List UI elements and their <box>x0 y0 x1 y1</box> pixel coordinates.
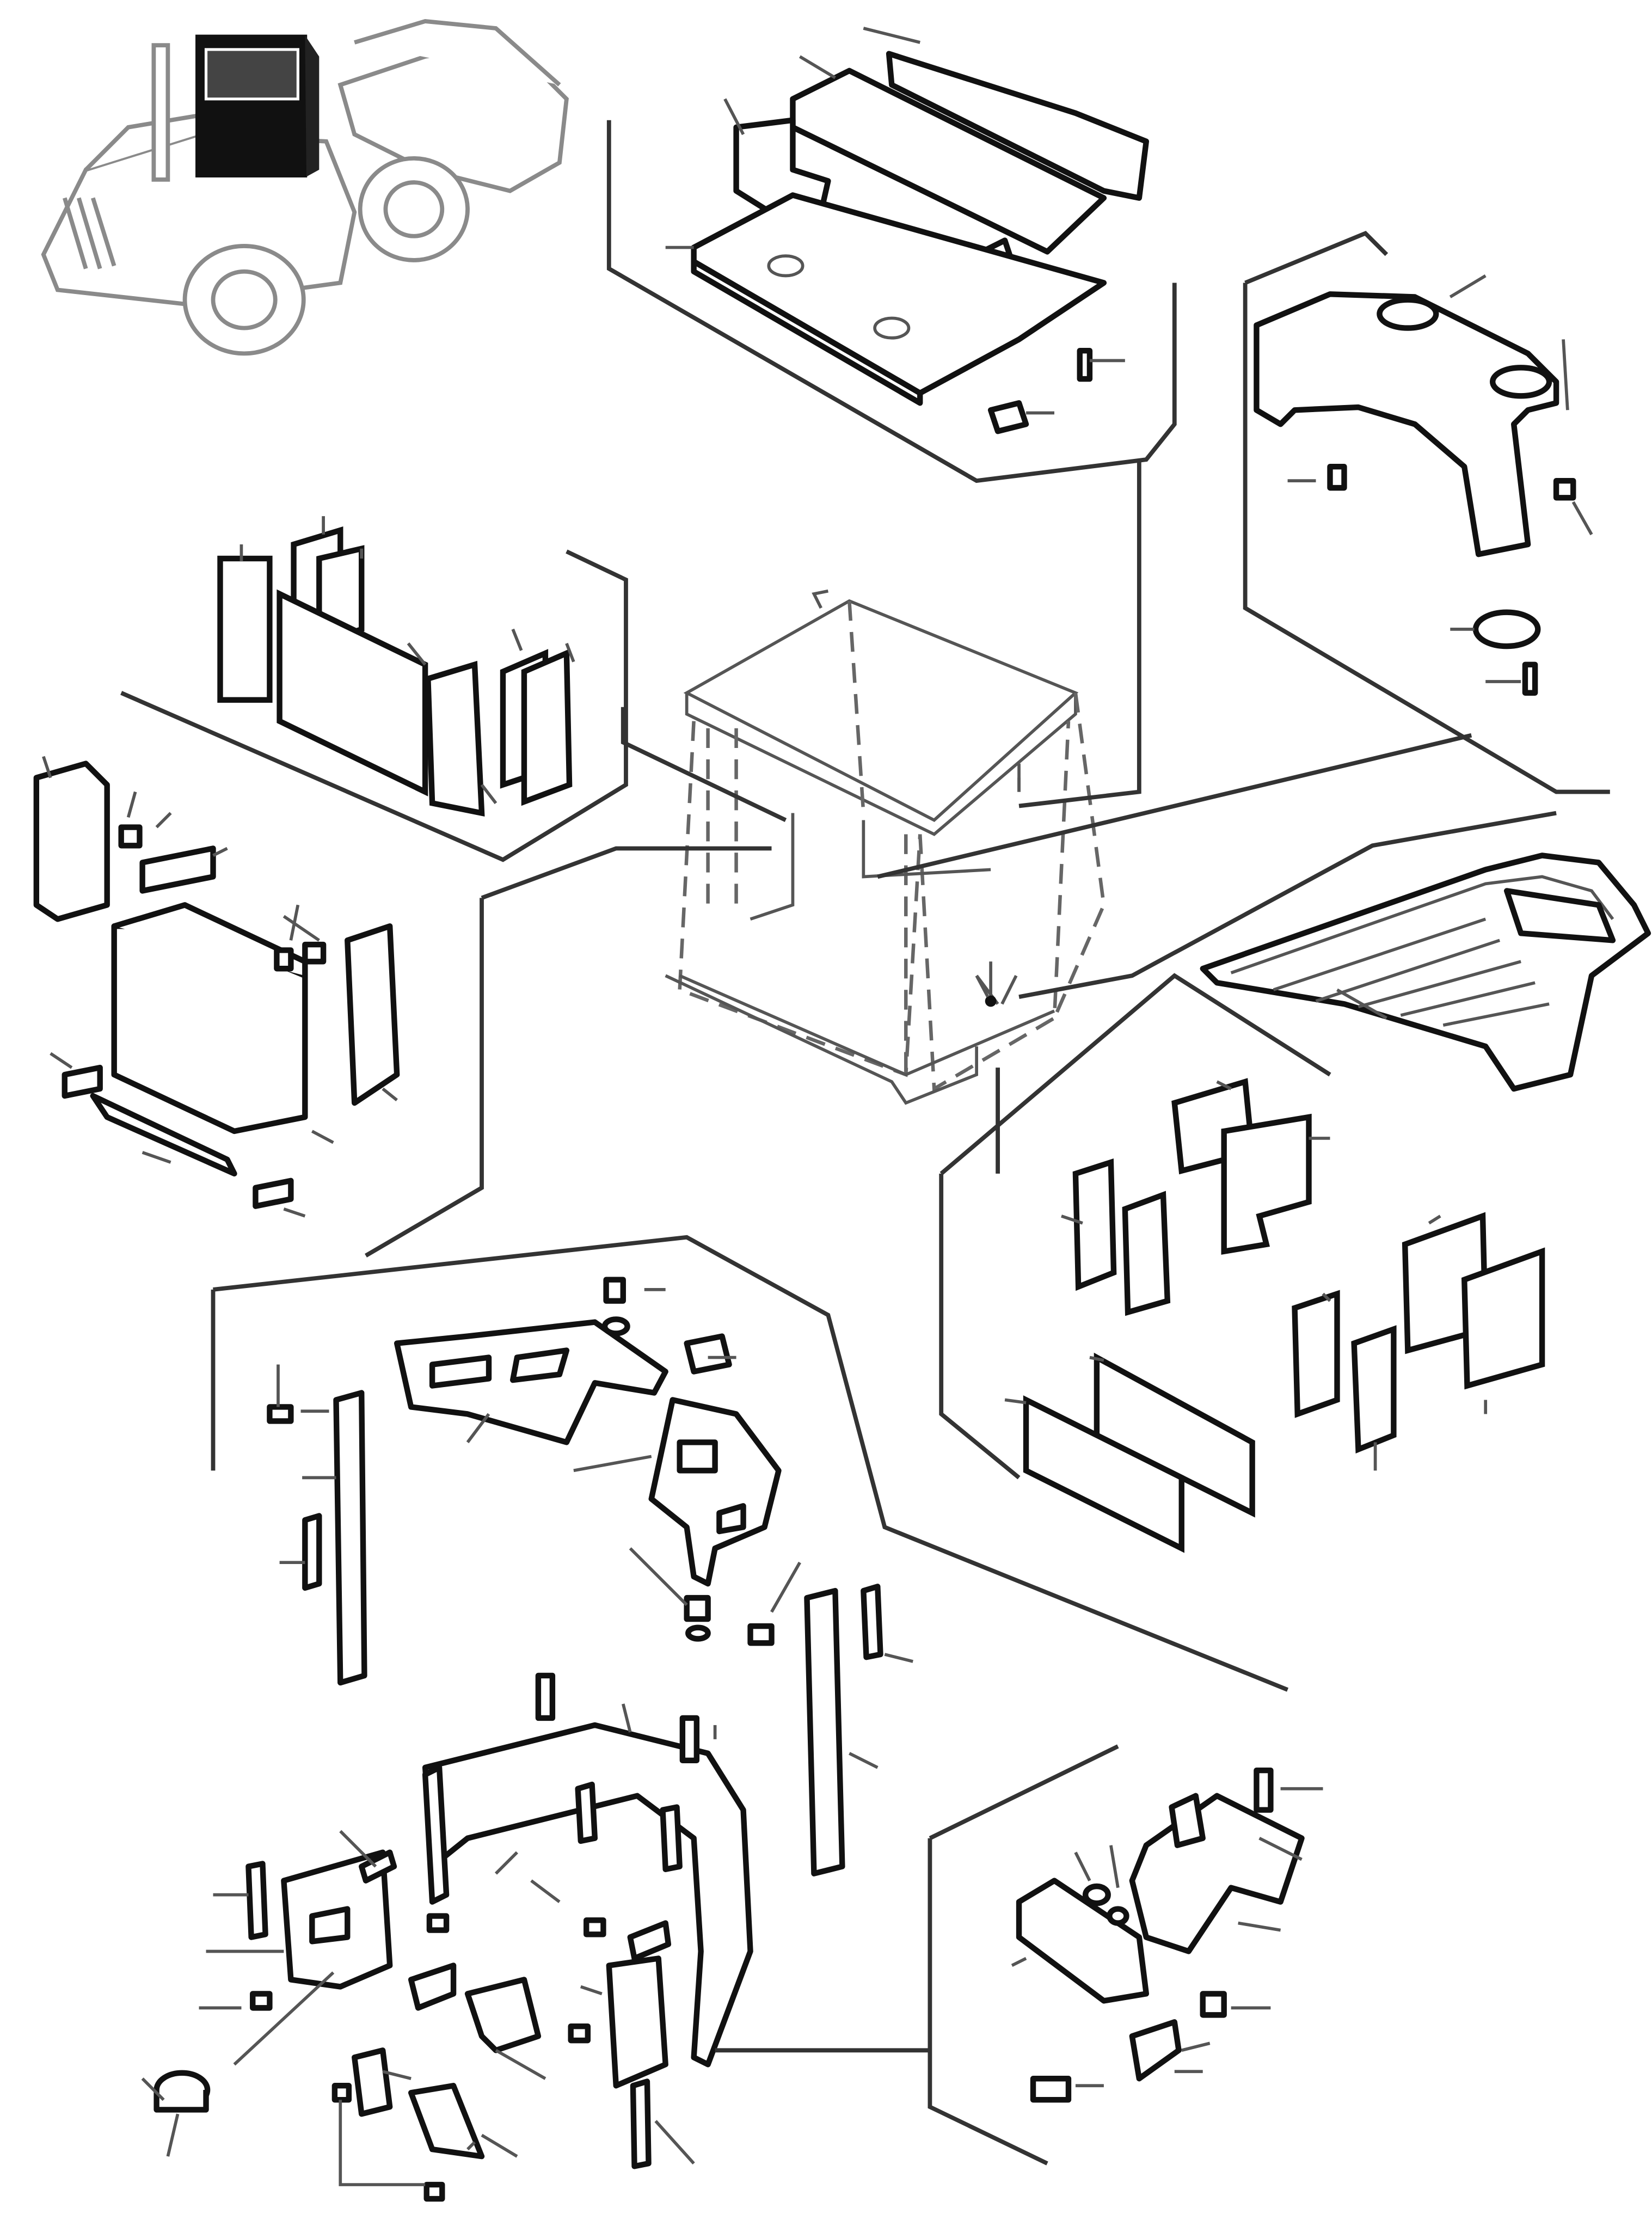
upper-bracket-assembly <box>1254 291 1576 696</box>
side-box-assembly <box>33 761 400 1209</box>
insulation-pads-right <box>1023 1078 1545 1553</box>
floor-mat <box>1200 853 1651 1092</box>
cab-frame <box>665 589 1106 1105</box>
wheel-loader-illustration <box>41 19 569 356</box>
lower-bracket-assembly <box>1016 1767 1305 2103</box>
insulation-pads-upper-left <box>217 526 573 817</box>
trim-panels-middle <box>267 1277 883 1876</box>
console-assembly <box>153 1672 753 2202</box>
roof-panels <box>691 51 1150 434</box>
leader-lines <box>42 27 1593 2186</box>
group-boundaries <box>120 120 1610 2166</box>
